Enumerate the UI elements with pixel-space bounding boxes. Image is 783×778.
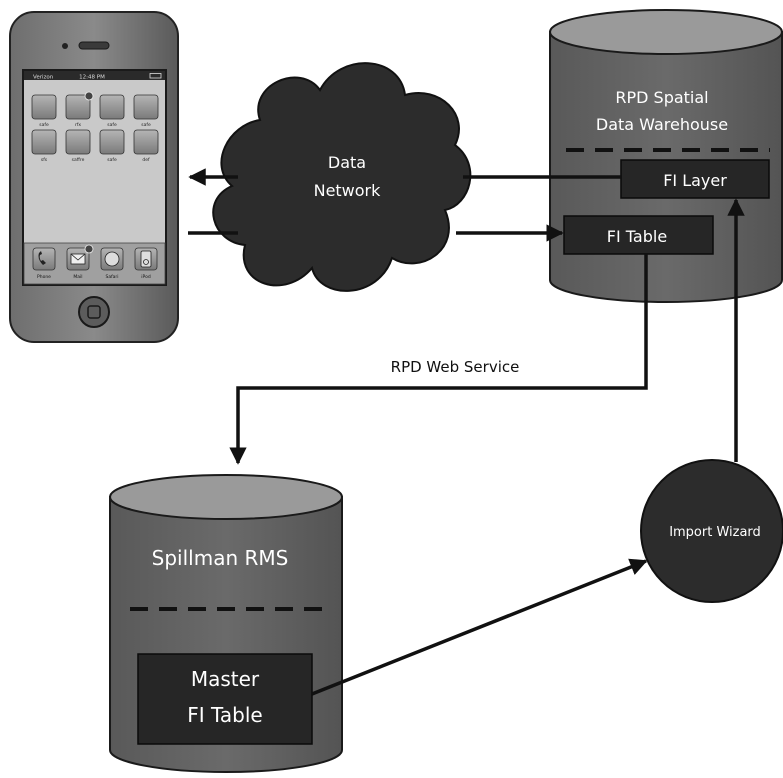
- import-wizard-node: Import Wizard: [640, 459, 783, 603]
- app-icon[interactable]: [65, 94, 91, 120]
- fi-table-box: FI Table: [563, 215, 714, 255]
- network-label-line2: Network: [314, 181, 382, 200]
- network-label-line1: Data: [328, 153, 366, 172]
- data-network-cloud: Data Network: [212, 62, 472, 292]
- envelope-icon: [70, 253, 86, 265]
- phone-app-icon[interactable]: [32, 247, 56, 271]
- status-time: 12:48 PM: [79, 75, 105, 81]
- compass-icon: [104, 251, 120, 267]
- app-icon[interactable]: [65, 129, 91, 155]
- fi-layer-label: FI Layer: [663, 171, 727, 190]
- notification-badge: [84, 244, 94, 254]
- master-table-line1: Master: [191, 667, 260, 691]
- web-service-label: RPD Web Service: [391, 358, 520, 376]
- app-icon[interactable]: [99, 94, 125, 120]
- speaker-grille: [78, 41, 110, 50]
- app-label: safe: [107, 122, 117, 128]
- home-button[interactable]: [78, 296, 110, 328]
- app-label: sfs: [41, 157, 48, 163]
- app-label: safe: [39, 122, 49, 128]
- notification-badge: [84, 91, 94, 101]
- app-label: def: [142, 157, 150, 163]
- fi-table-label: FI Table: [607, 227, 667, 246]
- app-label: safe: [141, 122, 151, 128]
- dock-label: Safari: [105, 274, 118, 280]
- app-label: saffre: [72, 157, 85, 163]
- arrow-master-to-wizard: [311, 558, 648, 696]
- dock-label: Mail: [73, 274, 82, 280]
- battery-icon: [149, 73, 162, 79]
- master-table-line2: FI Table: [187, 703, 262, 727]
- status-bar: [24, 71, 165, 80]
- master-fi-table-box: Master FI Table: [137, 653, 313, 745]
- app-grid: safe rfx safe safe sfs saffre safe def: [31, 91, 159, 163]
- smartphone: Verizon 12:48 PM safe rfx safe safe sfs …: [9, 11, 179, 343]
- app-label: rfx: [75, 122, 81, 128]
- arrow-web-service: [229, 254, 648, 465]
- fi-layer-box: FI Layer: [620, 159, 770, 199]
- warehouse-title-line2: Data Warehouse: [596, 115, 728, 134]
- rms-title: Spillman RMS: [152, 546, 289, 570]
- app-icon[interactable]: [99, 129, 125, 155]
- camera-icon: [62, 43, 68, 49]
- dock: Phone Mail Safari iPod: [23, 242, 166, 285]
- dock-label: Phone: [37, 274, 51, 280]
- import-wizard-label: Import Wizard: [669, 525, 761, 540]
- connectors: [188, 168, 745, 696]
- app-icon[interactable]: [133, 94, 159, 120]
- dock-label: iPod: [141, 274, 151, 280]
- phone-handset-icon: [38, 251, 46, 265]
- app-icon[interactable]: [31, 94, 57, 120]
- app-icon[interactable]: [31, 129, 57, 155]
- warehouse-title-line1: RPD Spatial: [615, 88, 708, 107]
- rpd-warehouse-cylinder: RPD Spatial Data Warehouse: [549, 9, 783, 303]
- app-label: safe: [107, 157, 117, 163]
- home-square-icon: [87, 305, 101, 319]
- app-icon[interactable]: [133, 129, 159, 155]
- status-carrier: Verizon: [33, 75, 54, 81]
